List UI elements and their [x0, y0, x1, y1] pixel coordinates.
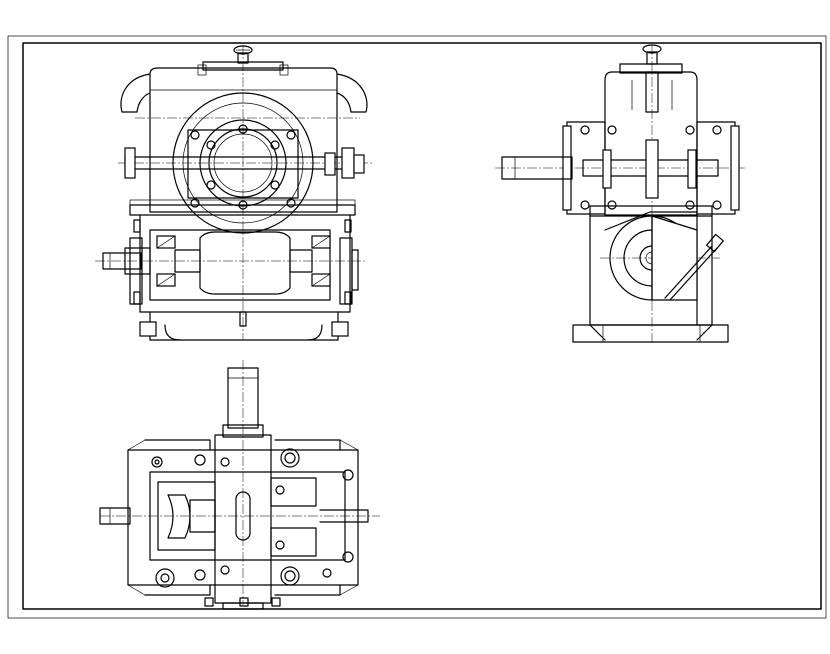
sheet-outer-border	[7, 35, 827, 619]
top-view	[99, 360, 380, 610]
front-view	[95, 45, 372, 341]
side-view	[495, 44, 745, 345]
sheet-inner-border	[22, 42, 822, 610]
